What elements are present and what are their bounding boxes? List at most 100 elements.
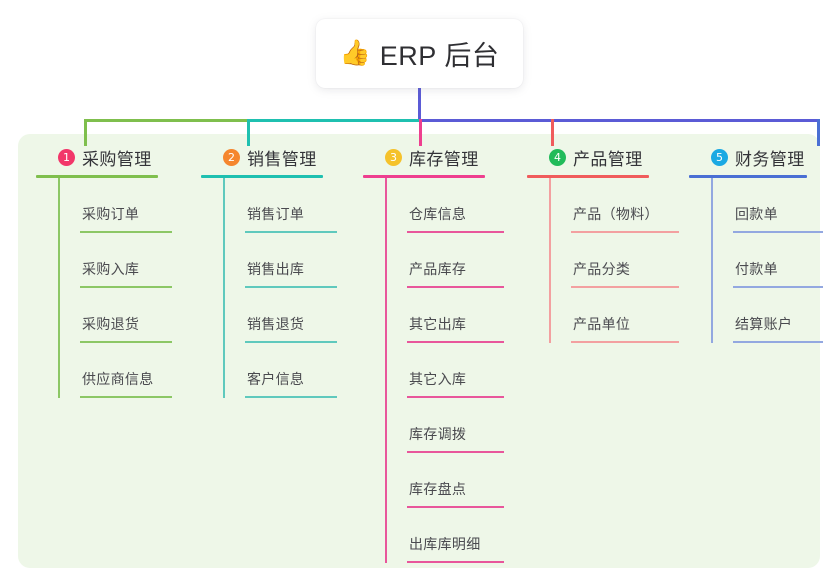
connector-trunk (418, 88, 421, 122)
list-item[interactable]: 产品分类 (549, 233, 687, 288)
submodule-rule (571, 231, 679, 233)
submodule-rule (571, 341, 679, 343)
connector-drop-2 (247, 119, 250, 146)
submodule-spine-4 (549, 178, 551, 343)
list-item[interactable]: 采购退货 (58, 288, 186, 343)
module-header-1[interactable]: 1 采购管理 (36, 145, 186, 169)
submodule-label: 库存调拨 (409, 426, 467, 442)
submodule-rule (407, 506, 504, 508)
submodule-spine-1 (58, 178, 60, 398)
module-header-4[interactable]: 4 产品管理 (527, 145, 687, 169)
list-item[interactable]: 其它出库 (385, 288, 523, 343)
list-item[interactable]: 出库库明细 (385, 508, 523, 563)
submodule-label: 供应商信息 (82, 371, 154, 387)
connector-drop-5 (817, 119, 820, 146)
list-item[interactable]: 采购入库 (58, 233, 186, 288)
submodule-rule (407, 341, 504, 343)
list-item[interactable]: 其它入库 (385, 343, 523, 398)
submodule-rule (571, 286, 679, 288)
module-title-1: 采购管理 (82, 149, 152, 169)
submodule-label: 产品单位 (573, 316, 631, 332)
module-header-5[interactable]: 5 财务管理 (689, 145, 839, 169)
submodule-label: 采购退货 (82, 316, 140, 332)
list-item[interactable]: 库存盘点 (385, 453, 523, 508)
submodule-rule (407, 561, 504, 563)
submodule-list-4: 产品（物料） 产品分类产品单位 (527, 178, 687, 343)
submodule-rule (80, 396, 172, 398)
submodule-label: 客户信息 (247, 371, 305, 387)
submodule-list-5: 回款单付款单结算账户 (689, 178, 839, 343)
submodule-label: 销售订单 (247, 206, 305, 222)
root-node-card[interactable]: 👍 ERP 后台 (316, 19, 523, 88)
module-badge-icon-1: 1 (58, 148, 75, 166)
connector-drop-4 (551, 119, 554, 146)
submodule-label: 其它出库 (409, 316, 467, 332)
submodule-label: 产品分类 (573, 261, 631, 277)
connector-drop-3 (419, 119, 422, 146)
submodule-label: 出库库明细 (409, 536, 481, 552)
connector-bus-segment-2 (247, 119, 419, 122)
module-column-4: 4 产品管理产品（物料） 产品分类产品单位 (527, 145, 687, 343)
list-item[interactable]: 销售订单 (223, 178, 351, 233)
list-item[interactable]: 付款单 (711, 233, 839, 288)
connector-drop-1 (84, 119, 87, 146)
module-badge-icon-3: 3 (385, 148, 402, 166)
module-title-5: 财务管理 (735, 149, 805, 169)
list-item[interactable]: 仓库信息 (385, 178, 523, 233)
submodule-label: 仓库信息 (409, 206, 467, 222)
list-item[interactable]: 产品（物料） (549, 178, 687, 233)
module-column-1: 1 采购管理采购订单采购入库采购退货供应商信息 (36, 145, 186, 398)
submodule-rule (80, 341, 172, 343)
module-column-5: 5 财务管理回款单付款单结算账户 (689, 145, 839, 343)
submodule-rule (245, 231, 337, 233)
list-item[interactable]: 销售退货 (223, 288, 351, 343)
root-node-title: ERP 后台 (379, 41, 500, 71)
submodule-rule (733, 341, 823, 343)
submodule-rule (407, 396, 504, 398)
connector-bus-segment-3 (419, 119, 817, 122)
module-header-rule-3 (363, 175, 485, 178)
submodule-label: 销售退货 (247, 316, 305, 332)
module-title-2: 销售管理 (247, 149, 317, 169)
submodule-label: 销售出库 (247, 261, 305, 277)
module-header-rule-4 (527, 175, 649, 178)
submodule-rule (245, 341, 337, 343)
submodule-label: 回款单 (735, 206, 778, 222)
connector-bus-segment-1 (84, 119, 247, 122)
module-badge-icon-5: 5 (711, 148, 728, 166)
module-title-4: 产品管理 (573, 149, 643, 169)
submodule-rule (733, 231, 823, 233)
list-item[interactable]: 客户信息 (223, 343, 351, 398)
submodule-label: 产品库存 (409, 261, 467, 277)
list-item[interactable]: 结算账户 (711, 288, 839, 343)
module-header-2[interactable]: 2 销售管理 (201, 145, 351, 169)
list-item[interactable]: 产品库存 (385, 233, 523, 288)
submodule-label: 库存盘点 (409, 481, 467, 497)
list-item[interactable]: 销售出库 (223, 233, 351, 288)
submodule-rule (245, 286, 337, 288)
list-item[interactable]: 回款单 (711, 178, 839, 233)
module-header-3[interactable]: 3 库存管理 (363, 145, 523, 169)
submodule-label: 结算账户 (735, 316, 793, 332)
list-item[interactable]: 库存调拨 (385, 398, 523, 453)
module-column-3: 3 库存管理仓库信息产品库存其它出库其它入库库存调拨库存盘点出库库明细 (363, 145, 523, 563)
module-header-rule-5 (689, 175, 807, 178)
submodule-label: 采购订单 (82, 206, 140, 222)
module-badge-icon-4: 4 (549, 148, 566, 166)
module-header-rule-2 (201, 175, 323, 178)
submodule-spine-2 (223, 178, 225, 398)
submodule-rule (407, 231, 504, 233)
submodule-label: 产品（物料） (573, 206, 659, 222)
modules-panel (18, 134, 820, 568)
list-item[interactable]: 供应商信息 (58, 343, 186, 398)
submodule-label: 付款单 (735, 261, 778, 277)
list-item[interactable]: 产品单位 (549, 288, 687, 343)
thumbs-up-icon: 👍 (339, 39, 371, 67)
submodule-list-2: 销售订单销售出库销售退货客户信息 (201, 178, 351, 398)
module-badge-icon-2: 2 (223, 148, 240, 166)
submodule-label: 其它入库 (409, 371, 467, 387)
module-title-3: 库存管理 (409, 149, 479, 169)
submodule-rule (245, 396, 337, 398)
list-item[interactable]: 采购订单 (58, 178, 186, 233)
submodule-rule (407, 451, 504, 453)
